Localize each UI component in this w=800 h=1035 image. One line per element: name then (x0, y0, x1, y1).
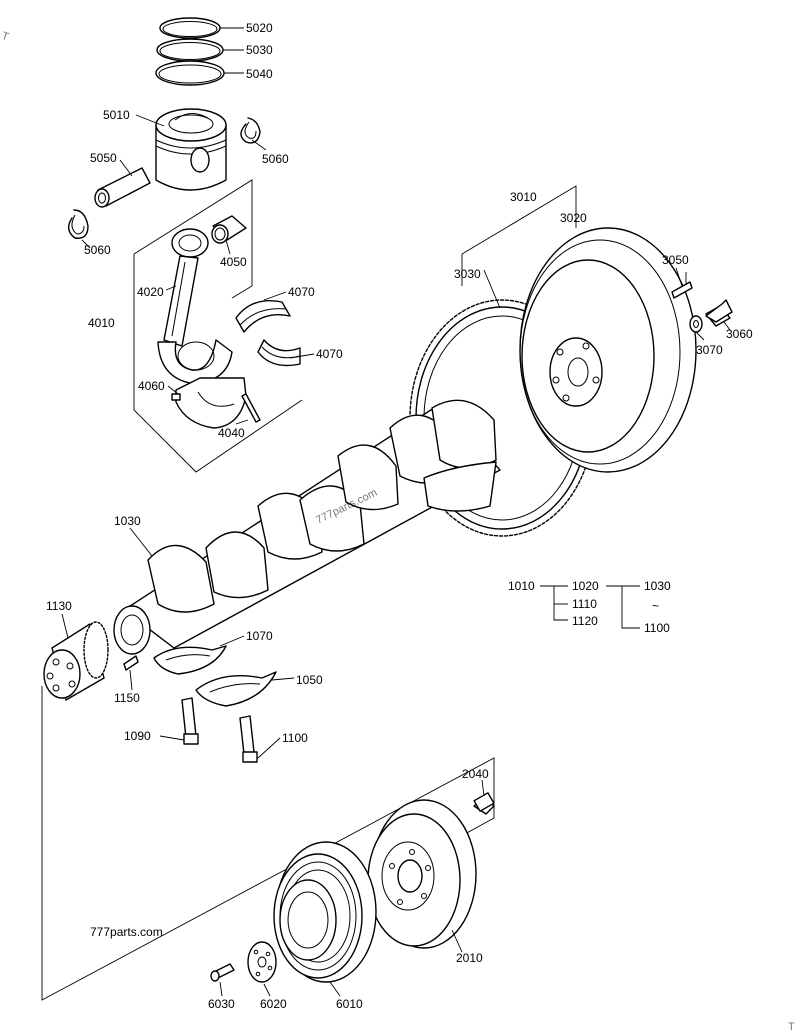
corner-mark-top-left: T (0, 30, 11, 44)
circlip-5060-right[interactable] (240, 117, 261, 144)
tree-1020: 1020 (572, 579, 599, 593)
callout-5050: 5050 (90, 151, 117, 165)
callout-1090: 1090 (124, 729, 151, 743)
callout-5040: 5040 (246, 67, 273, 81)
callout-5060-left: 5060 (84, 243, 111, 257)
damper-2010[interactable] (367, 799, 477, 949)
callout-3010: 3010 (510, 190, 537, 204)
callout-2040: 2040 (462, 767, 489, 781)
bearing-shell-4070-upper[interactable] (235, 300, 291, 333)
callout-4050: 4050 (220, 255, 247, 269)
thrust-washer-1050[interactable] (195, 671, 277, 707)
tree-1100: 1100 (644, 621, 670, 635)
callout-1050: 1050 (296, 673, 323, 687)
damper-bolt-2040[interactable] (473, 792, 495, 815)
crankshaft-1030[interactable] (113, 399, 501, 655)
callout-1100: 1100 (282, 731, 308, 745)
callout-6010: 6010 (336, 997, 363, 1011)
tree-1010: 1010 (508, 579, 535, 593)
callout-2010: 2010 (456, 951, 483, 965)
callout-4070-upper: 4070 (288, 285, 315, 299)
callout-4040: 4040 (218, 426, 245, 440)
piston-5010[interactable] (155, 108, 227, 191)
pulley-bolt-6030[interactable] (210, 963, 235, 982)
rod-bolt-4040[interactable] (241, 393, 261, 423)
main-bearing-bolt-1090[interactable] (181, 697, 199, 745)
piston-ring-5020[interactable] (159, 17, 221, 39)
callout-5030: 5030 (246, 43, 273, 57)
callout-4060: 4060 (138, 379, 165, 393)
connecting-rod-4020[interactable] (157, 228, 233, 385)
flywheel-3020[interactable] (519, 227, 697, 473)
callout-1130: 1130 (46, 599, 72, 613)
callout-1030: 1030 (114, 514, 141, 528)
callout-6020: 6020 (260, 997, 287, 1011)
callout-1150: 1150 (114, 691, 140, 705)
key-1150[interactable] (123, 655, 139, 671)
callout-5010: 5010 (103, 108, 130, 122)
bearing-cap-4060[interactable] (171, 377, 247, 429)
flywheel-bolt-3060[interactable] (705, 299, 733, 327)
crank-gear-1130[interactable] (43, 621, 109, 701)
dowel-pin-3050[interactable] (671, 281, 693, 299)
pulley-6010[interactable] (273, 841, 377, 983)
callout-3050: 3050 (662, 253, 689, 267)
callout-1070: 1070 (246, 629, 273, 643)
tree-1030: 1030 (644, 579, 671, 593)
main-bearing-bolt-1100[interactable] (239, 715, 258, 763)
washer-3070[interactable] (689, 315, 703, 333)
bearing-shell-4070-lower[interactable] (257, 339, 301, 367)
tree-tilde: ~ (652, 599, 659, 613)
callout-3070: 3070 (696, 343, 723, 357)
bushing-4050[interactable] (211, 215, 247, 244)
site-watermark: 777parts.com (90, 925, 163, 939)
washer-plate-6020[interactable] (247, 941, 277, 983)
tree-1110: 1110 (572, 597, 597, 611)
callout-4010: 4010 (88, 316, 115, 330)
callout-5020: 5020 (246, 21, 273, 35)
thrust-washer-1070[interactable] (153, 645, 227, 675)
callout-5060-right: 5060 (262, 152, 289, 166)
callout-6030: 6030 (208, 997, 235, 1011)
corner-mark-bottom-right: T (788, 1021, 795, 1033)
callout-3060: 3060 (726, 327, 753, 341)
callout-3030: 3030 (454, 267, 481, 281)
callout-3020: 3020 (560, 211, 587, 225)
circlip-5060-left[interactable] (67, 209, 89, 239)
piston-ring-5040[interactable] (155, 60, 225, 86)
callout-4020: 4020 (137, 285, 164, 299)
piston-pin-5050[interactable] (94, 167, 151, 208)
piston-ring-5030[interactable] (156, 38, 224, 62)
callout-4070-lower: 4070 (316, 347, 343, 361)
tree-1120: 1120 (572, 614, 598, 628)
